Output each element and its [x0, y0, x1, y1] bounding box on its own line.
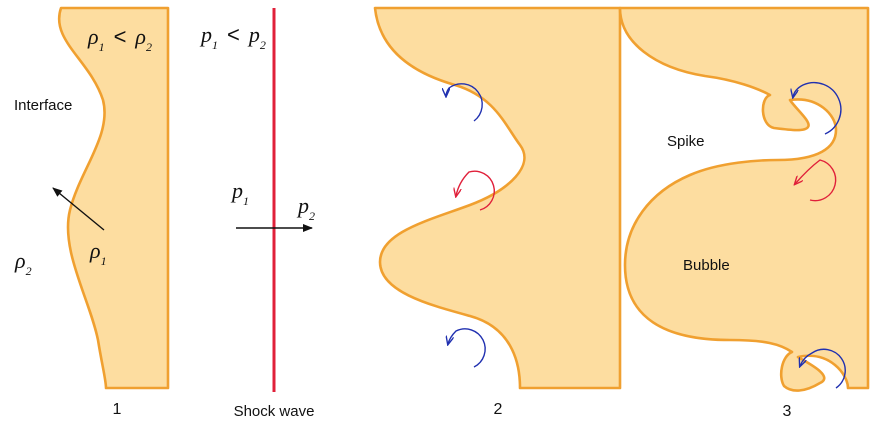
pressure-inequality: p1<p2 [199, 22, 266, 52]
panel-3: Spike Bubble 3 [618, 6, 870, 420]
stage-number-2: 2 [494, 401, 503, 418]
vortex-bottom [448, 328, 486, 368]
left-pressure-label: p1 [230, 178, 249, 208]
bubble-label: Bubble [683, 257, 730, 274]
shock-wave-section: p1<p2 p1 p2 Shock wave [199, 8, 315, 420]
vortex-lower-spike [795, 159, 837, 202]
panel-1: ρ1<ρ2 Interface ρ2 ρ1 1 [14, 6, 170, 418]
vortex-upper-spike [793, 81, 842, 135]
vortex-bottom-spike [800, 348, 846, 389]
left-density-label: ρ2 [14, 248, 32, 278]
stage-number-1: 1 [113, 401, 122, 418]
fluid-region-1 [57, 6, 170, 390]
vortex-middle [456, 170, 495, 211]
fluid-region-2 [373, 6, 622, 390]
fluid-region-3 [618, 6, 870, 392]
right-density-label: ρ1 [89, 238, 107, 268]
right-pressure-label: p2 [296, 193, 315, 223]
stage-number-3: 3 [783, 403, 792, 420]
panel-2: 2 [373, 6, 622, 418]
spike-label: Spike [667, 133, 705, 150]
interface-label: Interface [14, 97, 72, 114]
density-inequality: ρ1<ρ2 [87, 24, 152, 54]
normal-vector-arrow [52, 187, 105, 231]
shock-wave-label: Shock wave [234, 403, 315, 420]
vortex-top [446, 83, 483, 122]
